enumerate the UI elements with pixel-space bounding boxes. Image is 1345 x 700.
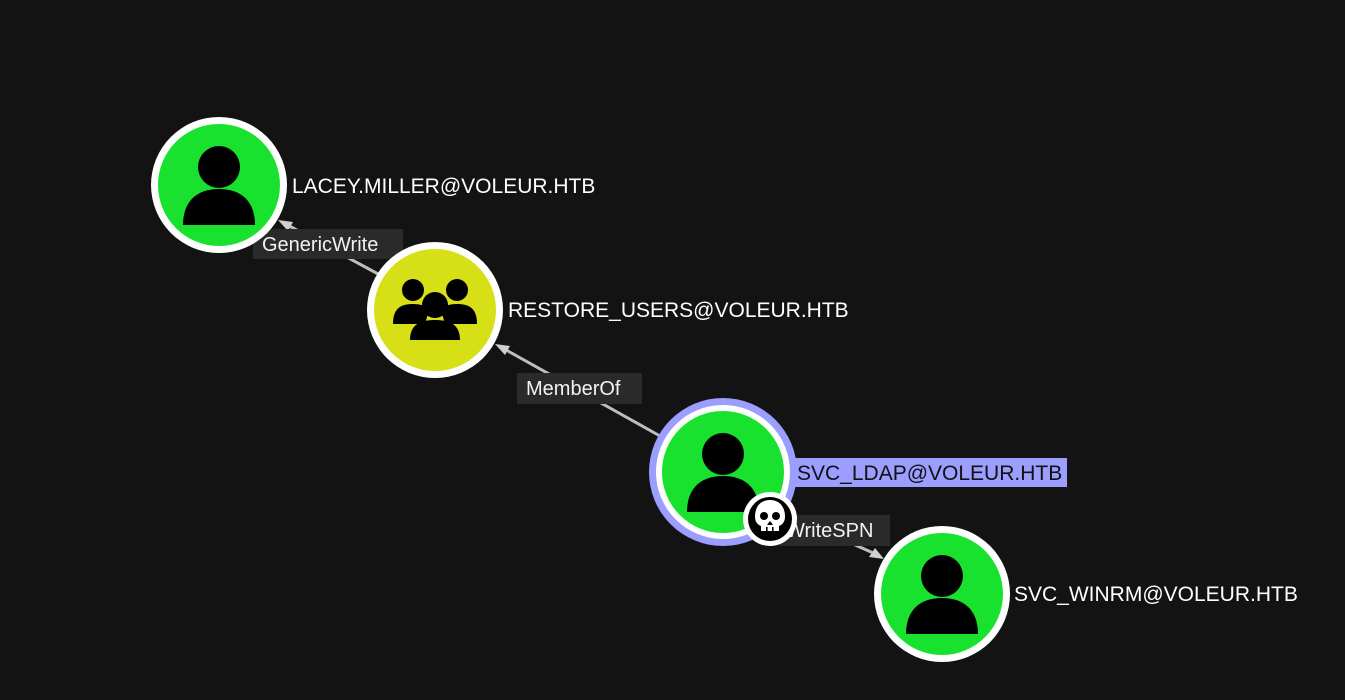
edge-memberof-label[interactable]: MemberOf (526, 378, 621, 400)
node-restore-users[interactable]: RESTORE_USERS@VOLEUR.HTB (367, 242, 849, 378)
edge-memberof[interactable]: MemberOf (495, 344, 661, 438)
node-svc-winrm[interactable]: SVC_WINRM@VOLEUR.HTB (874, 526, 1298, 662)
edge-writespn[interactable]: WriteSPN (780, 514, 890, 559)
node-svc-ldap[interactable]: SVC_LDAP@VOLEUR.HTB (649, 398, 1067, 546)
arrowhead-icon (869, 548, 884, 559)
node-svc-ldap-label-highlight (794, 458, 1067, 487)
arrowhead-icon (278, 220, 293, 231)
skull-icon[interactable] (743, 492, 797, 546)
node-svc-ldap-label[interactable]: SVC_LDAP@VOLEUR.HTB (797, 462, 1062, 485)
edge-writespn-label-bg (780, 515, 890, 546)
node-lacey-miller[interactable]: LACEY.MILLER@VOLEUR.HTB (151, 117, 595, 253)
node-restore-users-label[interactable]: RESTORE_USERS@VOLEUR.HTB (508, 299, 849, 322)
edge-genericwrite-label-bg (253, 229, 403, 259)
arrowhead-icon (495, 344, 510, 355)
node-svc-winrm-label[interactable]: SVC_WINRM@VOLEUR.HTB (1014, 583, 1298, 606)
edge-memberof-label-bg (517, 373, 642, 404)
node-lacey-miller-label[interactable]: LACEY.MILLER@VOLEUR.HTB (292, 175, 595, 198)
edge-genericwrite[interactable]: GenericWrite (253, 220, 403, 277)
edge-writespn-label[interactable]: WriteSPN (786, 520, 873, 542)
edge-genericwrite-label[interactable]: GenericWrite (262, 234, 378, 256)
